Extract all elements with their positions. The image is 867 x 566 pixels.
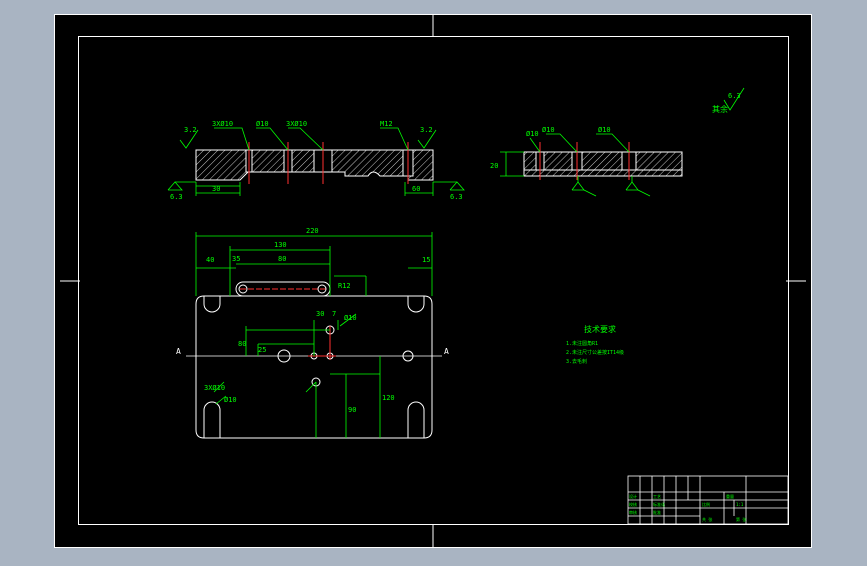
tb-cell-2: 校核: [629, 501, 637, 507]
technical-requirements: 技术要求 1.未注圆角R1 2.未注尺寸公差按IT14级 3.去毛刺: [566, 324, 624, 365]
side-body: [523, 151, 683, 177]
dim-overall: 220: [306, 227, 319, 235]
tb-cell-5: 标准化: [653, 501, 665, 507]
roughness-right: 3.2: [420, 126, 433, 134]
tech-req-title: 技术要求: [584, 324, 616, 334]
dim-130: 130: [274, 241, 287, 249]
frame-center-marks: [60, 14, 806, 548]
corner-roughness-note: 6.3 其余: [712, 87, 745, 114]
title-block: 设计 校核 审核 工艺 标准化 批准 比例 1:1 重量 共 张 第 张: [627, 475, 789, 525]
side-view: Ø10 Ø10 Ø10 20: [490, 126, 683, 197]
dim-hole1: 3XØ10: [212, 120, 233, 128]
dim-hole2: Ø10: [256, 120, 269, 128]
dim-hole-b: Ø10: [224, 396, 237, 404]
dim-120: 120: [382, 394, 395, 402]
dim-35: 35: [232, 255, 240, 263]
tb-cell-7: 比例: [702, 501, 710, 507]
roughness-left: 3.2: [184, 126, 197, 134]
tb-cell-9: 重量: [726, 493, 734, 499]
tb-cell-11: 第 张: [736, 516, 746, 522]
dim-25: 25: [258, 346, 266, 354]
tech-req-line-1: 1.未注圆角R1: [566, 340, 598, 347]
section-view: 30 60 3XØ10 Ø10 3XØ10 M12 3.2 3.2 6.3 6.…: [167, 120, 465, 201]
dim-30: 30: [316, 310, 324, 318]
tb-cell-4: 工艺: [653, 494, 661, 499]
corner-slots: [203, 296, 425, 438]
side-dim-b: Ø10: [598, 126, 611, 134]
side-dim-thk: 20: [490, 162, 498, 170]
dim-7: 7: [332, 310, 336, 318]
dim-40: 40: [206, 256, 214, 264]
dim-pocket: 30: [212, 185, 220, 193]
section-mark-left: A: [176, 347, 181, 356]
tech-req-line-3: 3.去毛刺: [566, 358, 587, 365]
tb-cell-3: 审核: [629, 509, 637, 515]
dim-hole-a: 3XØ10: [204, 384, 225, 392]
dim-thread: M12: [380, 120, 393, 128]
tb-cell-8: 1:1: [736, 502, 744, 507]
section-mark-right: A: [444, 347, 449, 356]
drawing-sheet: [54, 14, 812, 548]
corner-roughness: 6.3: [728, 92, 741, 100]
tech-req-line-2: 2.未注尺寸公差按IT14级: [566, 349, 624, 356]
dim-pocket-right: 60: [412, 185, 420, 193]
plan-view: 220 130 80 35 40 15 30 7 25 80 90 120 R1…: [176, 227, 449, 439]
ref-left: 6.3: [170, 193, 183, 201]
section-dimensions: [167, 127, 465, 196]
plan-dimensions: [195, 232, 433, 438]
corner-label: 其余: [712, 104, 728, 114]
tb-cell-1: 设计: [629, 493, 637, 499]
ref-right: 6.3: [450, 193, 463, 201]
dim-80: 80: [278, 255, 286, 263]
dim-hole-c: Ø10: [344, 314, 357, 322]
dim-15: 15: [422, 256, 430, 264]
tb-cell-10: 共 张: [702, 516, 712, 522]
tb-cell-6: 批准: [653, 509, 661, 515]
dim-90: 90: [348, 406, 356, 414]
dim-rslot: R12: [338, 282, 351, 290]
side-dim-c: Ø10: [526, 130, 539, 138]
dim-80v: 80: [238, 340, 246, 348]
side-dim-a: Ø10: [542, 126, 555, 134]
dim-hole3: 3XØ10: [286, 120, 307, 128]
